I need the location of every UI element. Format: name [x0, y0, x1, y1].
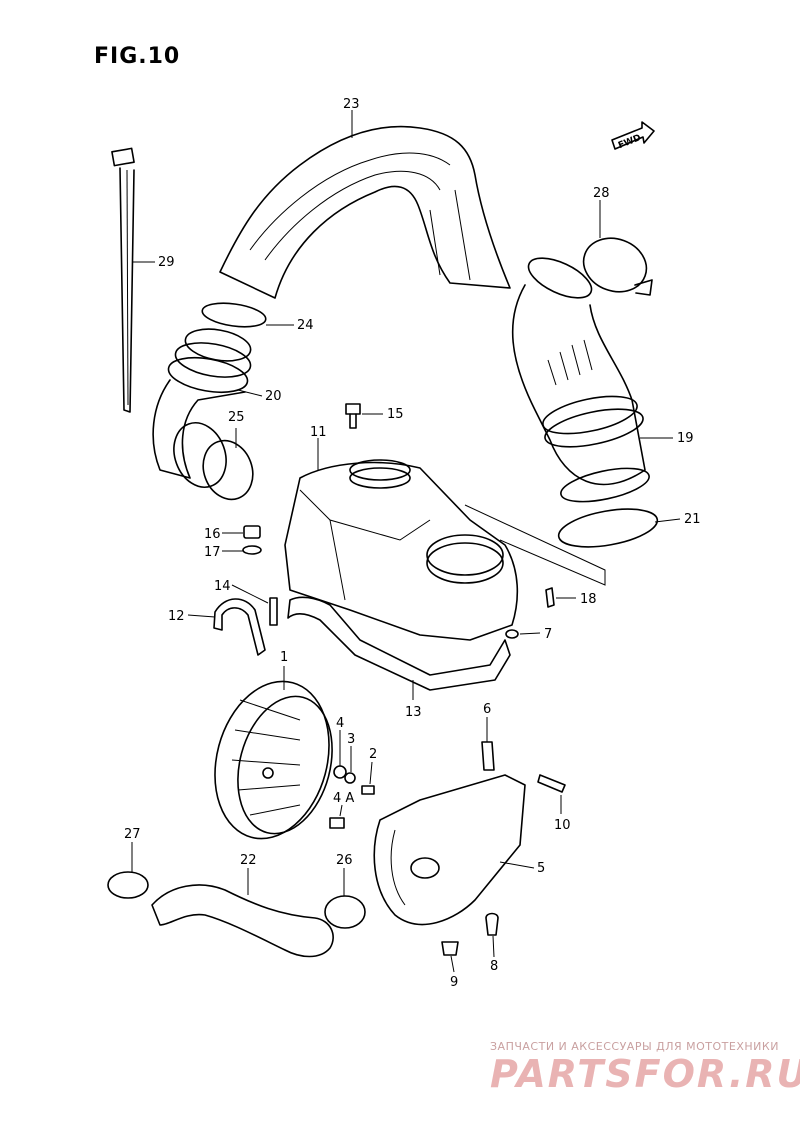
bolt-4a-part: [329, 817, 345, 829]
stud-part: [269, 597, 278, 626]
callout-22: 22: [240, 853, 257, 868]
bolt-10-part: [537, 774, 566, 793]
bolt-15-part: [345, 403, 361, 429]
callout-14: 14: [214, 579, 231, 594]
callout-8: 8: [490, 959, 498, 974]
elbow-duct-part: [152, 328, 252, 479]
callout-2: 2: [369, 747, 377, 762]
callout-18: 18: [580, 592, 597, 607]
callout-11: 11: [310, 425, 327, 440]
callout-3: 3: [347, 732, 355, 747]
fan-housing-part: [373, 774, 526, 926]
callout-12: 12: [168, 609, 185, 624]
callout-13: 13: [405, 705, 422, 720]
intake-duct-part: [219, 125, 511, 299]
callout-4a: 4 A: [333, 791, 354, 806]
o-ring-part: [201, 302, 267, 328]
callout-labels: 23 29 24 20 25 28 19 21 15 11 16 17 14 1…: [124, 97, 701, 990]
cooling-fan-part: [214, 680, 333, 840]
gasket-part: [287, 596, 511, 691]
callout-20: 20: [265, 389, 282, 404]
callout-15: 15: [387, 407, 404, 422]
figure-title: FIG.10: [94, 44, 181, 69]
leader-lines: [131, 110, 681, 973]
callout-7: 7: [544, 627, 552, 642]
screw-18-part: [545, 587, 555, 608]
watermark-subtitle: ЗАПЧАСТИ И АКСЕССУАРЫ ДЛЯ МОТОТЕХНИКИ: [490, 1040, 779, 1053]
bolt-9-part: [441, 941, 459, 956]
hose-clamp-part: [582, 237, 653, 296]
callout-17: 17: [204, 545, 221, 560]
callout-5: 5: [537, 861, 545, 876]
cable-tie-part: [111, 147, 135, 413]
watermark-logo: PARTSFOR.RU: [490, 1052, 800, 1096]
hose-clamp-26-part: [324, 895, 366, 929]
callout-19: 19: [677, 431, 694, 446]
callout-27: 27: [124, 827, 141, 842]
callout-25: 25: [228, 410, 245, 425]
corrugated-duct-part: [511, 257, 650, 503]
callout-24: 24: [297, 318, 314, 333]
hose-clamp-27-part: [107, 871, 149, 899]
callout-23: 23: [343, 97, 360, 112]
clamp-ring-part: [173, 422, 254, 501]
seal-ring-part: [557, 508, 659, 548]
callout-1: 1: [280, 650, 288, 665]
callout-29: 29: [158, 255, 175, 270]
callout-10: 10: [554, 818, 571, 833]
nut-part: [243, 525, 261, 539]
callout-21: 21: [684, 512, 701, 527]
callout-6: 6: [483, 702, 491, 717]
callout-28: 28: [593, 186, 610, 201]
bracket-6-part: [481, 741, 495, 771]
air-box-cover-part: [284, 459, 519, 641]
plug-8-part: [485, 912, 499, 936]
callout-26: 26: [336, 853, 353, 868]
nut-4-part: [333, 765, 347, 779]
bracket-part: [213, 598, 266, 656]
coolant-hose-part: [151, 884, 334, 958]
washer-part: [242, 545, 262, 555]
callout-9: 9: [450, 975, 458, 990]
grommet-part: [505, 629, 519, 639]
alignment-line: [464, 504, 606, 586]
forward-arrow-icon: FWD: [611, 121, 655, 151]
callout-4: 4: [336, 716, 344, 731]
washer-3-part: [344, 772, 356, 784]
callout-16: 16: [204, 527, 221, 542]
bolt-2-part: [361, 785, 375, 795]
